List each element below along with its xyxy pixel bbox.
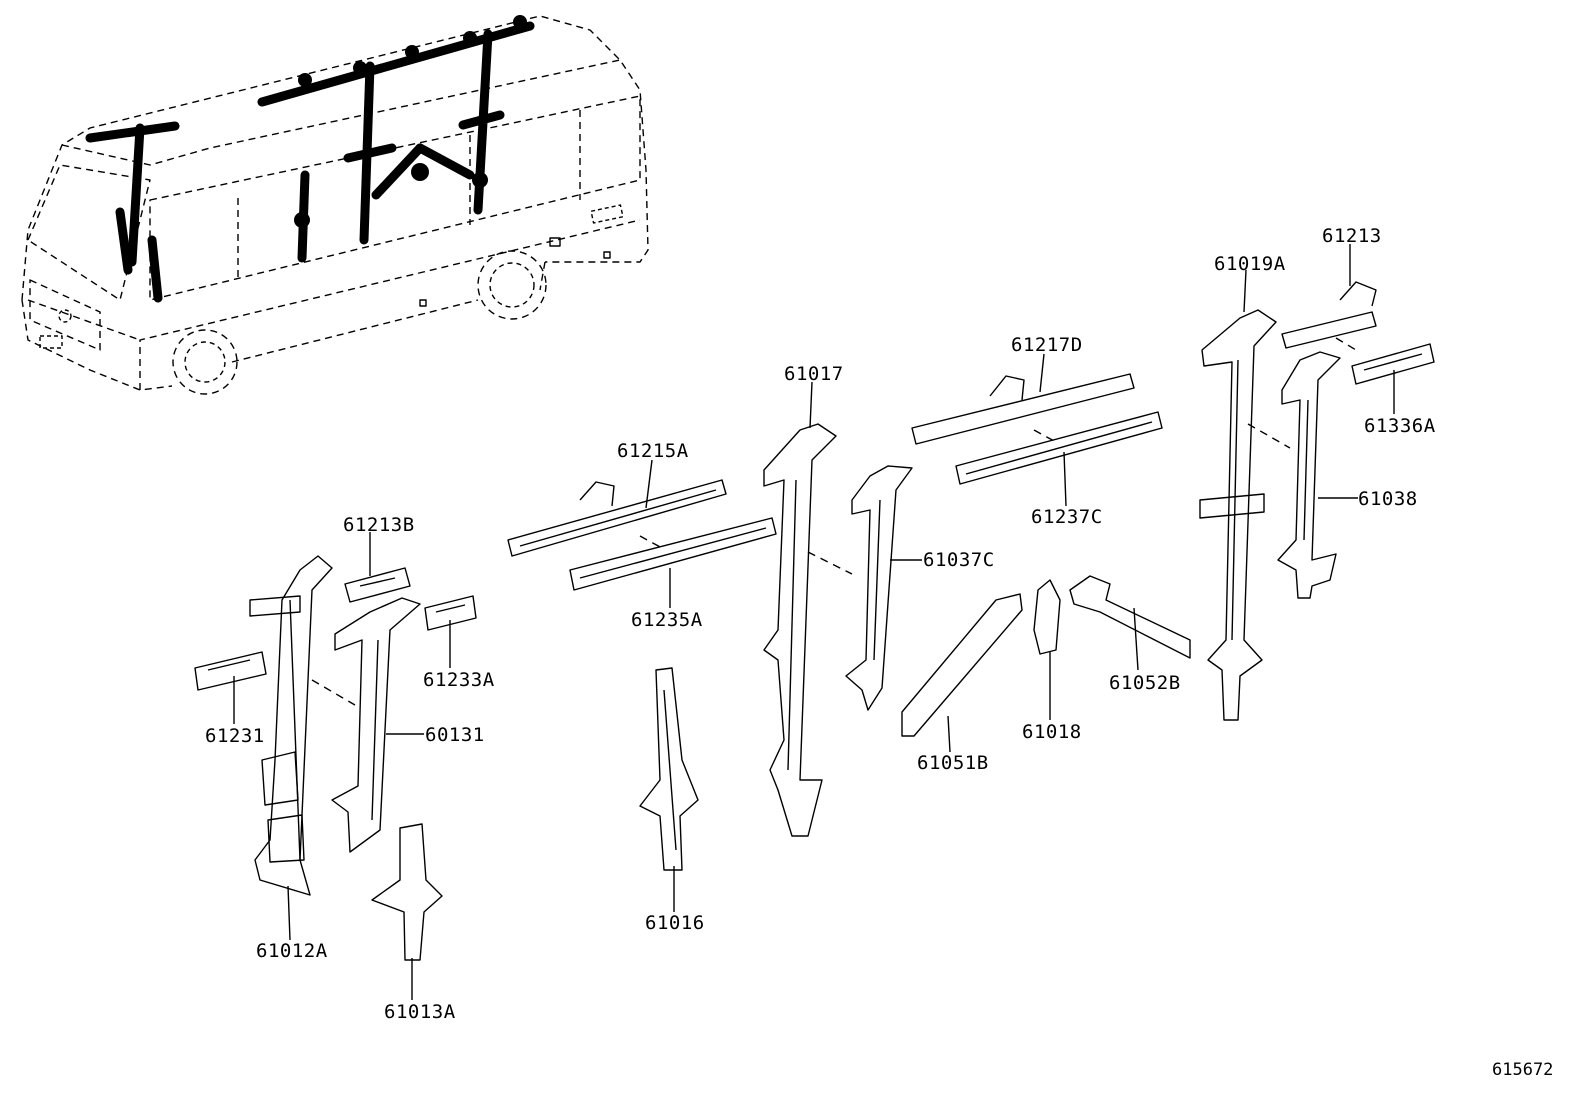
label-61018: 61018 [1022,721,1082,743]
label-61017: 61017 [784,363,844,385]
part-61235A [569,517,777,591]
label-61052B: 61052B [1109,672,1181,694]
part-60131 [331,597,421,853]
label-61012A: 61012A [256,940,328,962]
part-61037C [845,465,913,711]
label-61037C: 61037C [923,549,995,571]
label-61213: 61213 [1322,225,1382,247]
part-61013A [371,823,443,961]
part-61213 [1281,281,1377,349]
label-61016: 61016 [645,912,705,934]
leader-lines [233,244,1395,1000]
part-61012A [249,555,333,896]
label-61217D: 61217D [1011,334,1083,356]
figure-id: 615672 [1492,1060,1554,1080]
label-61038: 61038 [1358,488,1418,510]
label-61019A: 61019A [1214,253,1286,275]
label-61231: 61231 [205,725,265,747]
label-61336A: 61336A [1364,415,1436,437]
part-61213B [344,567,411,603]
part-61237C [955,411,1163,485]
part-61336A [1351,343,1435,385]
label-61013A: 61013A [384,1001,456,1023]
label-61051B: 61051B [917,752,989,774]
part-61019A [1199,309,1277,721]
part-61217D [911,373,1135,445]
part-61018 [1033,579,1061,655]
label-60131: 60131 [425,724,485,746]
label-61237C: 61237C [1031,506,1103,528]
part-61233A [424,595,477,631]
part-61051B [901,593,1023,737]
part-61038 [1277,351,1341,599]
part-61052B [1069,575,1191,659]
label-61215A: 61215A [617,440,689,462]
part-61231 [194,651,267,691]
van-illustration [21,15,649,395]
part-61215A [507,479,727,557]
label-61213B: 61213B [343,514,415,536]
van-highlighted-members [85,21,535,303]
label-61235A: 61235A [631,609,703,631]
part-61016 [639,667,699,871]
part-61017 [763,423,837,837]
label-61233A: 61233A [423,669,495,691]
